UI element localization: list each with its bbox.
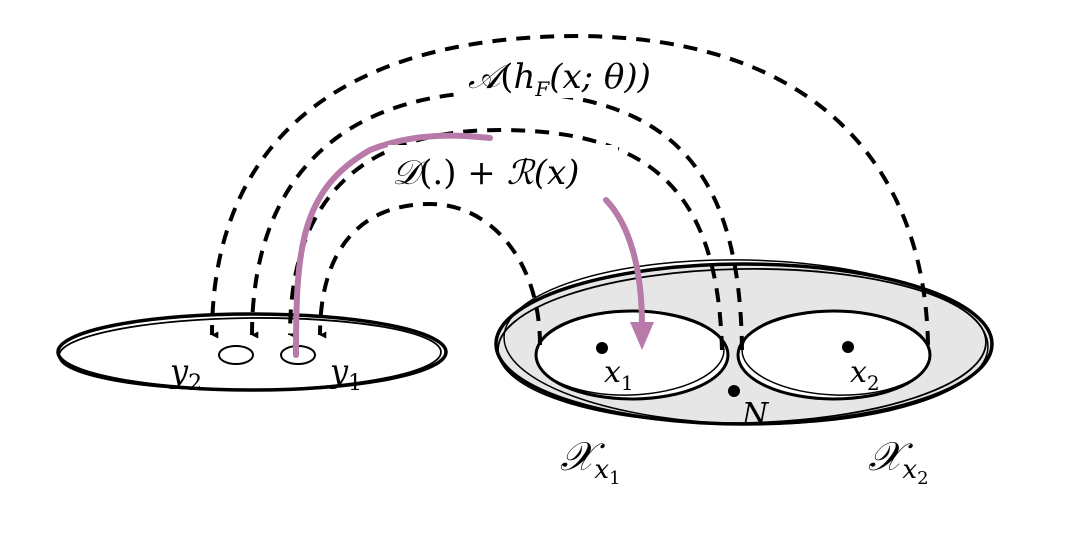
y2-class-region (218, 345, 254, 365)
attack-arc-3 (288, 127, 724, 351)
x1-point (596, 342, 608, 354)
x2-label: x2 (850, 355, 880, 395)
defense-arrow-down (603, 197, 645, 328)
x2-point (842, 341, 854, 353)
y2-label: y2 (168, 352, 202, 396)
defense-arrow-curve (293, 132, 493, 358)
attack-label-bg (462, 50, 678, 98)
region-x2-label: 𝒳x2 (868, 434, 929, 489)
defense-label-bg (388, 145, 618, 195)
n-label: N (741, 397, 770, 432)
defense-arrowhead (630, 322, 654, 350)
x2-neighborhood-ellipse (736, 309, 932, 401)
n-point (728, 385, 740, 397)
defense-label: 𝒟(.) + ℛ(x) (392, 153, 579, 193)
attack-arc-inner (318, 201, 542, 346)
region-x1-label: 𝒳x1 (560, 434, 621, 489)
y1-label: y1 (328, 352, 362, 396)
attack-arc-outer (210, 33, 930, 346)
x1-label: x1 (604, 355, 634, 395)
attack-label: 𝒜(hF(x; θ)) (468, 57, 651, 101)
